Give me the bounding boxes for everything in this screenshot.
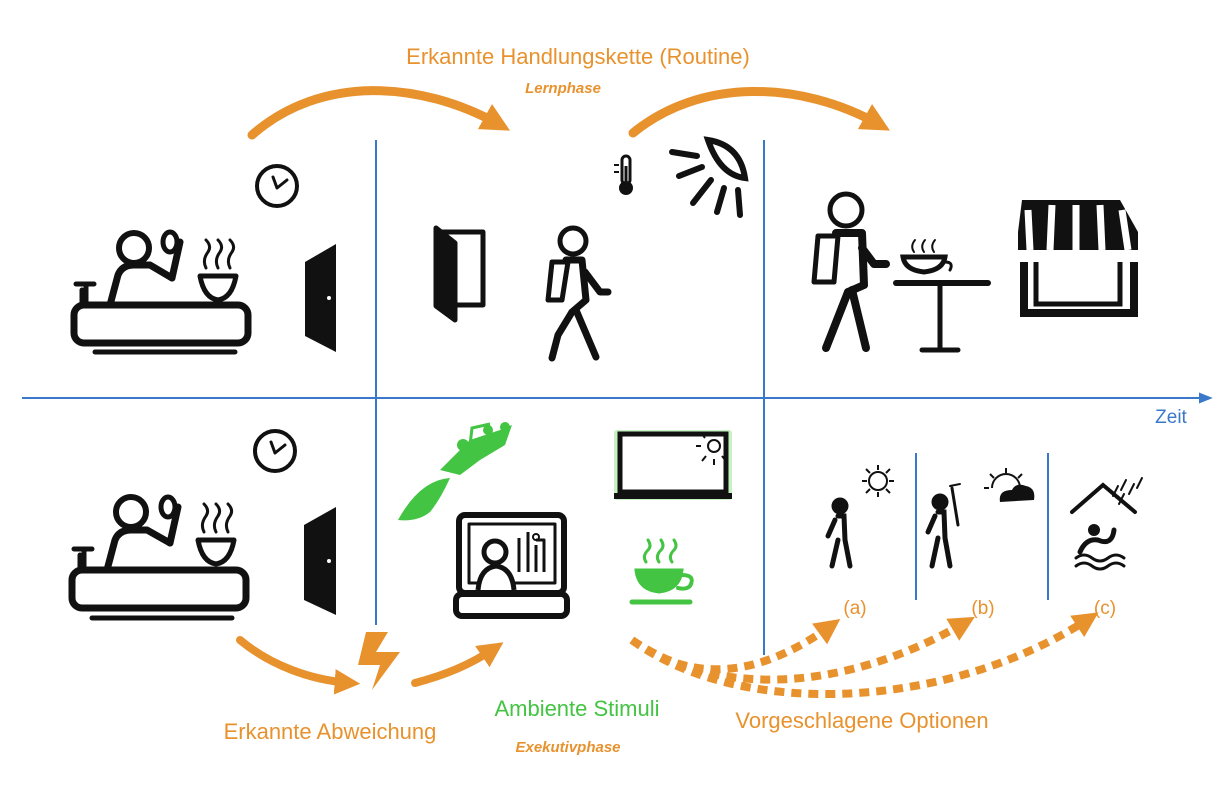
deviation-arrow-2	[411, 642, 504, 687]
option-c-label: (c)	[1094, 598, 1116, 619]
option-a-walker-icon	[825, 497, 853, 569]
deviation-arrow-1	[236, 636, 361, 695]
rain-house-icon	[1070, 477, 1143, 514]
sun-icon	[669, 136, 749, 218]
option-b-label: (b)	[971, 598, 994, 619]
ambient-label: Ambiente Stimuli	[494, 696, 659, 721]
music-icon	[398, 422, 512, 521]
clock-icon	[255, 164, 299, 208]
learn-phase-label: Lernphase	[525, 80, 601, 97]
swimming-icon	[1074, 524, 1126, 571]
time-axis-label: Zeit	[1155, 407, 1187, 428]
lightning-icon	[358, 632, 400, 690]
open-door-icon	[433, 225, 486, 323]
option-a-label: (a)	[843, 598, 866, 619]
routine-arrow-2	[628, 86, 891, 138]
umbrella-icon	[925, 483, 961, 569]
window-icon	[614, 430, 732, 500]
shop-icon	[1018, 200, 1138, 317]
thermometer-icon	[614, 154, 633, 195]
closed-door-icon-bottom	[304, 507, 336, 615]
walking-person-icon-right	[811, 191, 890, 352]
exec-phase-label: Exekutivphase	[515, 739, 620, 756]
options-label: Vorgeschlagene Optionen	[735, 708, 988, 733]
walking-person-icon	[545, 225, 612, 362]
coffee-table-icon	[893, 239, 991, 353]
clock-icon-bottom	[253, 429, 297, 473]
routine-arrow-1	[247, 86, 511, 140]
option-arrow-c	[629, 612, 1099, 698]
tv-viewer-icon	[453, 512, 570, 619]
sun-icon-small	[862, 465, 894, 497]
cloudy-sun-icon	[984, 468, 1035, 502]
coffee-cup-icon	[629, 538, 694, 605]
breakfast-table-icon-bottom	[68, 494, 250, 621]
routine-title: Erkannte Handlungskette (Routine)	[406, 44, 750, 69]
deviation-label: Erkannte Abweichung	[224, 719, 437, 744]
breakfast-table-icon	[70, 229, 252, 355]
closed-door-icon	[305, 244, 336, 352]
option-arrow-a	[629, 618, 841, 674]
